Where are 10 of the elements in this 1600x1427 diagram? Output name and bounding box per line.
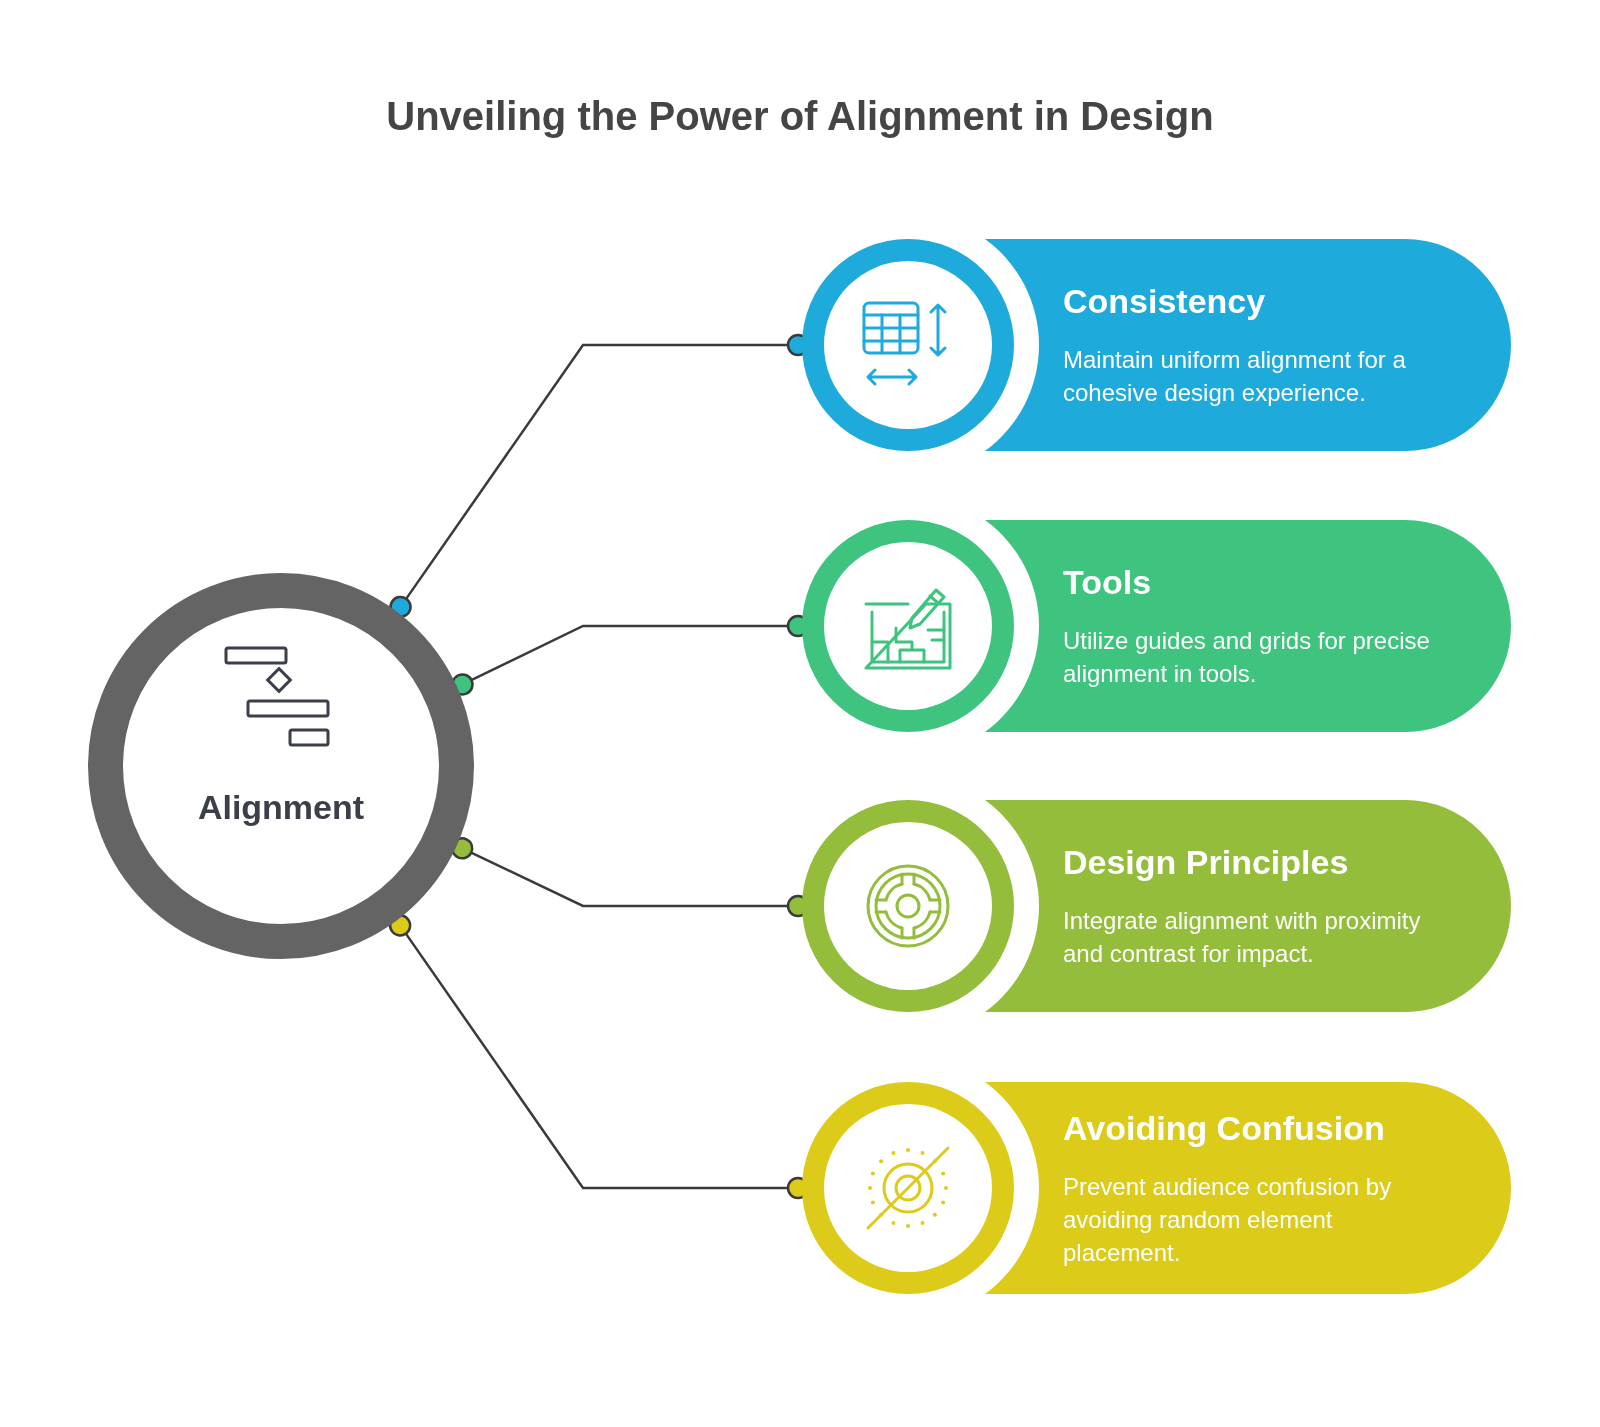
card-description: Prevent audience confusion by avoiding random element placement. [1063,1171,1393,1268]
title: Unveiling the Power of Alignment in Design [385,94,1215,139]
card-heading: Design Principles [1063,842,1350,882]
card-description: Integrate alignment with proximity and contrast for impact. [1063,906,1422,969]
card-heading: Avoiding Confusion [1063,1107,1386,1148]
node-label: Alignment [196,788,366,827]
card-heading: Consistency [1063,281,1267,321]
card-description: Utilize guides and grids for precise alignment in tools. [1063,626,1431,689]
card-description: Maintain uniform alignment for a cohesive design experience. [1063,345,1407,408]
card-heading: Tools [1063,562,1153,602]
